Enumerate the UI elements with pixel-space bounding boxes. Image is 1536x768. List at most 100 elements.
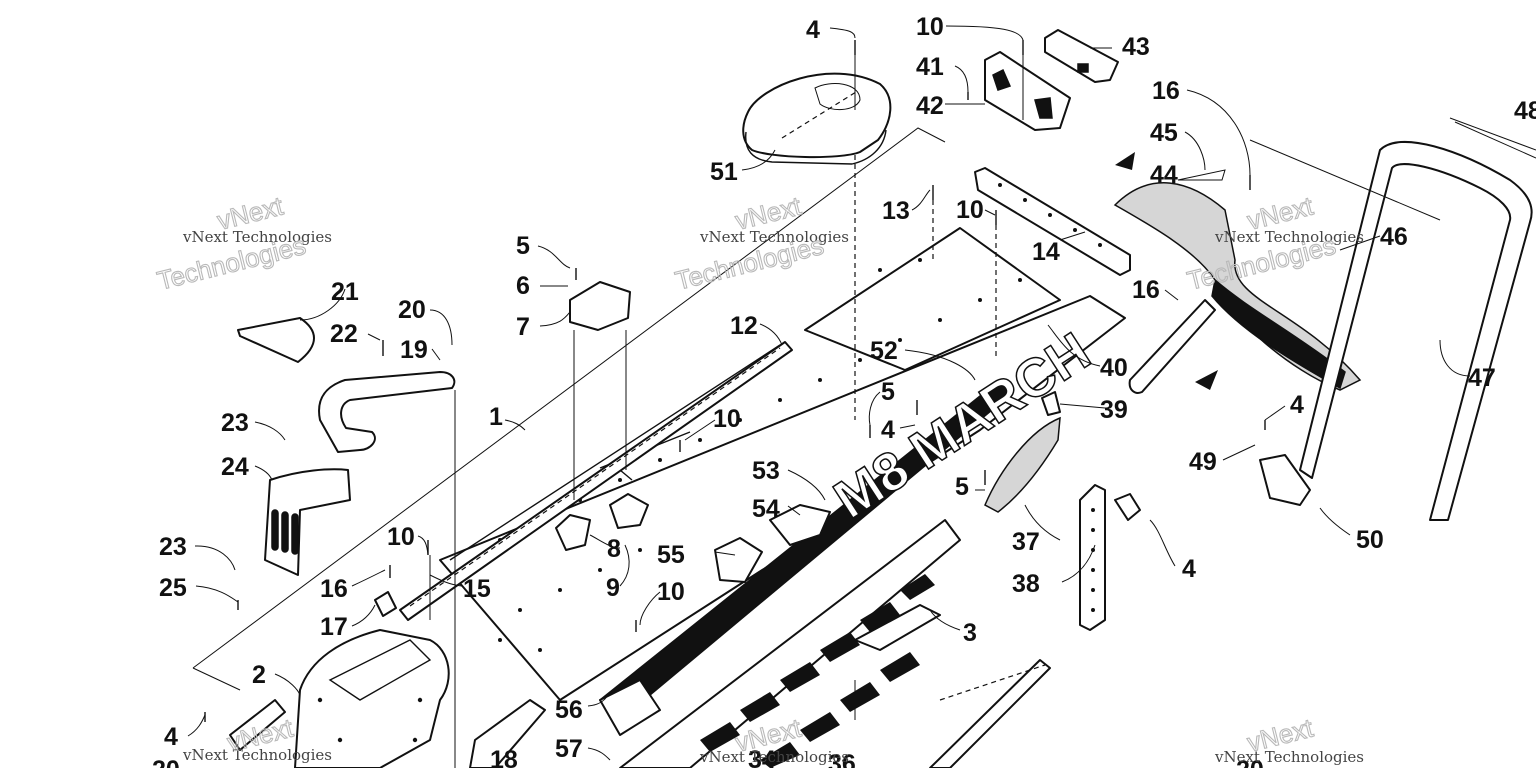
callout-8: 8 — [607, 535, 621, 563]
callout-16: 16 — [1152, 77, 1180, 105]
callout-24: 24 — [221, 453, 249, 481]
hinge-strap-part-38 — [1079, 484, 1106, 631]
callout-14: 14 — [1032, 238, 1060, 266]
bracket-part-7 — [569, 281, 631, 500]
callout-10: 10 — [916, 13, 944, 41]
callout-18: 18 — [490, 746, 518, 768]
callout-4: 4 — [1290, 391, 1304, 419]
callout-50: 50 — [1356, 526, 1384, 554]
rear-bumper-part-47 — [1249, 139, 1533, 521]
callout-15: 15 — [463, 575, 491, 603]
running-board-cutouts — [700, 574, 935, 768]
callout-36: 36 — [828, 750, 856, 768]
callout-51: 51 — [710, 158, 738, 186]
bracket-part-17 — [374, 591, 397, 617]
taillight-housing-part-42 — [984, 40, 1071, 131]
bracket-part-4-left — [229, 699, 286, 751]
callout-52: 52 — [870, 337, 898, 365]
callout-3: 3 — [963, 619, 977, 647]
running-board-part-3 — [619, 519, 961, 768]
callout-4: 4 — [881, 416, 895, 444]
callout-16: 16 — [1132, 276, 1160, 304]
callout-10: 10 — [956, 196, 984, 224]
callout-39: 39 — [1100, 396, 1128, 424]
watermark-text: vNext Technologies — [182, 746, 332, 764]
seat-part-51 — [742, 40, 892, 420]
callout-5: 5 — [516, 232, 530, 260]
watermark-text: vNext Technologies — [1214, 748, 1364, 766]
callout-19: 19 — [400, 336, 428, 364]
fastener-stems — [204, 40, 1266, 768]
callout-10: 10 — [387, 523, 415, 551]
callout-20: 20 — [398, 296, 426, 324]
bumper-mount-part-49 — [1259, 454, 1311, 506]
callout-49: 49 — [1189, 448, 1217, 476]
tunnel-front-part-56 — [469, 679, 661, 768]
assembly-frame-outline — [192, 127, 946, 691]
callout-17: 17 — [320, 613, 348, 641]
bracket-part-54 — [769, 504, 831, 546]
callout-38: 38 — [1012, 570, 1040, 598]
callout-6: 6 — [516, 272, 530, 300]
callout-13: 13 — [882, 197, 910, 225]
callout-2: 2 — [252, 661, 266, 689]
callout-10: 10 — [657, 578, 685, 606]
callout-48: 48 — [1514, 97, 1536, 125]
plates-part-8-9 — [555, 493, 649, 551]
callout-56: 56 — [555, 696, 583, 724]
front-bracket-part-2 — [294, 629, 450, 768]
callout-12: 12 — [730, 312, 758, 340]
callout-47: 47 — [1468, 364, 1496, 392]
callout-23: 23 — [221, 409, 249, 437]
callout-10: 10 — [713, 405, 741, 433]
callout-55: 55 — [657, 541, 685, 569]
callout-44: 44 — [1150, 161, 1178, 189]
watermark-6: vNext Technologies vNext — [1214, 712, 1364, 766]
callout-16: 16 — [320, 575, 348, 603]
callout-4: 4 — [164, 723, 178, 751]
callout-labels: 4 10 43 41 42 16 48 45 44 51 13 10 14 46… — [152, 13, 1536, 768]
side-rail-part-1 — [399, 341, 793, 621]
clip-part-4-right — [1114, 493, 1141, 521]
callout-46: 46 — [1380, 223, 1408, 251]
watermark-text: vNext Technologies — [1214, 228, 1364, 246]
callout-41: 41 — [916, 53, 944, 81]
callout-37: 37 — [1012, 528, 1040, 556]
bumper-strip-part-48 — [1449, 117, 1536, 159]
callout-23: 23 — [159, 533, 187, 561]
bracket-part-39 — [1041, 391, 1061, 416]
callout-20-bottom-left: 20 — [152, 756, 180, 768]
callout-20-bottom-right: 20 — [1236, 756, 1264, 768]
callout-22: 22 — [330, 320, 358, 348]
bumper-bracket-part-14 — [974, 167, 1131, 276]
callout-9: 9 — [606, 574, 620, 602]
watermark-text: vNext Technologies — [182, 228, 332, 246]
callout-43: 43 — [1122, 33, 1150, 61]
watermark-text: vNext Technologies — [699, 228, 849, 246]
callout-5: 5 — [955, 473, 969, 501]
cover-part-37 — [984, 416, 1061, 513]
grab-handle-part-19 — [318, 371, 456, 453]
callout-4: 4 — [806, 16, 820, 44]
taillight-lens-part-43 — [1044, 29, 1119, 83]
watermark-1: vNext Technologies vNext Technologies — [154, 190, 332, 296]
callout-7: 7 — [516, 313, 530, 341]
snowflap-part-44 — [1113, 169, 1362, 391]
callout-34: 34 — [748, 746, 776, 768]
callout-4: 4 — [1182, 555, 1196, 583]
heel-bracket-part-24 — [264, 468, 351, 576]
cover-part-21 — [237, 317, 315, 363]
callout-5: 5 — [881, 378, 895, 406]
callout-53: 53 — [752, 457, 780, 485]
callout-40: 40 — [1100, 354, 1128, 382]
callout-25: 25 — [159, 574, 187, 602]
rear-rail-part-16 — [1128, 299, 1216, 394]
watermark-text: vNext Technologies — [699, 748, 849, 766]
running-board-bracket — [854, 604, 1051, 768]
watermark-2: vNext Technologies vNext Technologies — [672, 190, 849, 296]
bracket-part-55 — [714, 537, 763, 583]
callout-1: 1 — [489, 403, 503, 431]
callout-42: 42 — [916, 92, 944, 120]
